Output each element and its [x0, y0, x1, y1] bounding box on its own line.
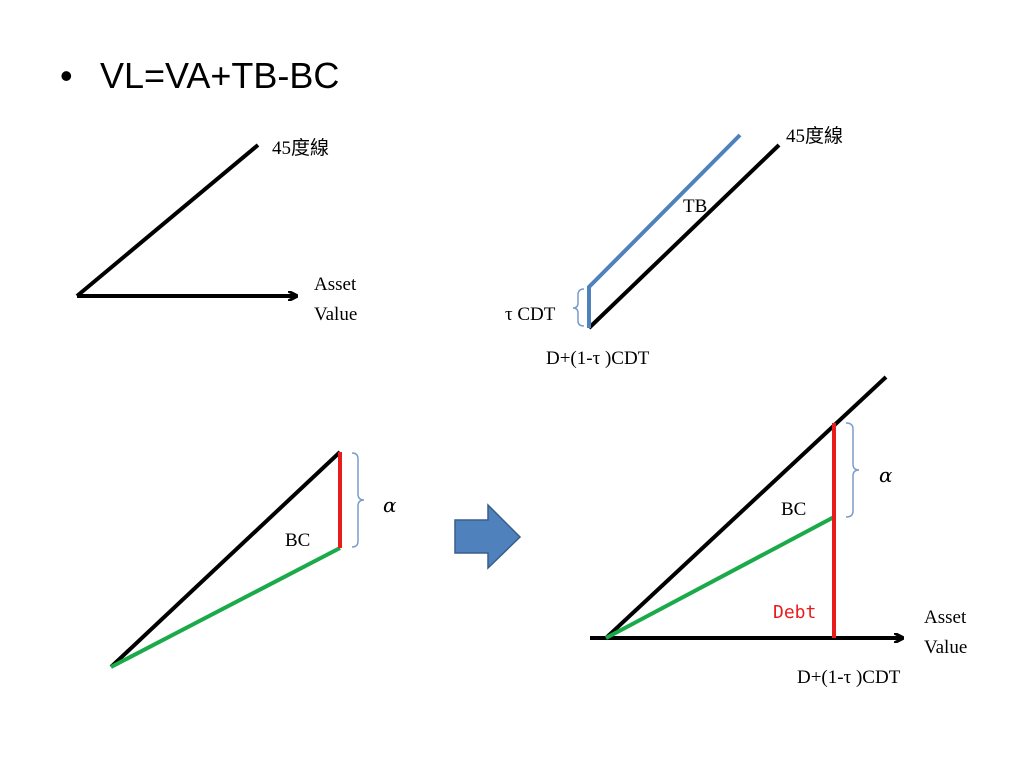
tau-cdt-brace — [572, 288, 585, 327]
bottom-label: D+(1-τ )CDT — [546, 348, 650, 369]
panel-bottom-right: α BC Debt Asset Value D+(1-τ )CDT — [590, 375, 967, 688]
45-degree-line — [587, 143, 781, 330]
tax-benefit-line — [587, 133, 742, 328]
alpha-label: α — [879, 463, 893, 487]
bc-label: BC — [781, 499, 806, 520]
tau-cdt-label: τ CDT — [505, 304, 556, 325]
tb-label: TB — [683, 196, 707, 217]
bankruptcy-cost-line — [605, 515, 835, 640]
panel-bottom-left: α BC — [109, 450, 397, 669]
45-degree-line-label: 45度線 — [272, 137, 329, 159]
bankruptcy-cost-line — [110, 546, 341, 669]
45-degree-line-label: 45度線 — [786, 125, 843, 147]
alpha-brace — [351, 452, 365, 548]
axis-label-asset: Asset — [314, 274, 357, 295]
bc-label: BC — [285, 530, 310, 551]
axis-label-value: Value — [924, 637, 967, 658]
alpha-brace — [845, 422, 860, 518]
slide-title: • VL=VA+TB-BC — [60, 55, 339, 97]
axis-label-asset: Asset — [924, 607, 967, 628]
alpha-label: α — [383, 493, 397, 517]
title-text: VL=VA+TB-BC — [100, 55, 340, 96]
bullet: • — [60, 55, 73, 96]
panel-top-right: 45度線 TB τ CDT D+(1-τ )CDT — [505, 125, 843, 369]
panel-top-left: 45度線 Asset Value — [75, 137, 357, 325]
45-degree-line — [604, 375, 888, 640]
45-degree-line — [109, 450, 342, 669]
axis-label-value: Value — [314, 304, 357, 325]
bottom-label: D+(1-τ )CDT — [797, 667, 901, 688]
45-degree-line — [75, 143, 260, 298]
right-arrow-icon — [454, 503, 522, 570]
debt-label: Debt — [773, 602, 816, 623]
